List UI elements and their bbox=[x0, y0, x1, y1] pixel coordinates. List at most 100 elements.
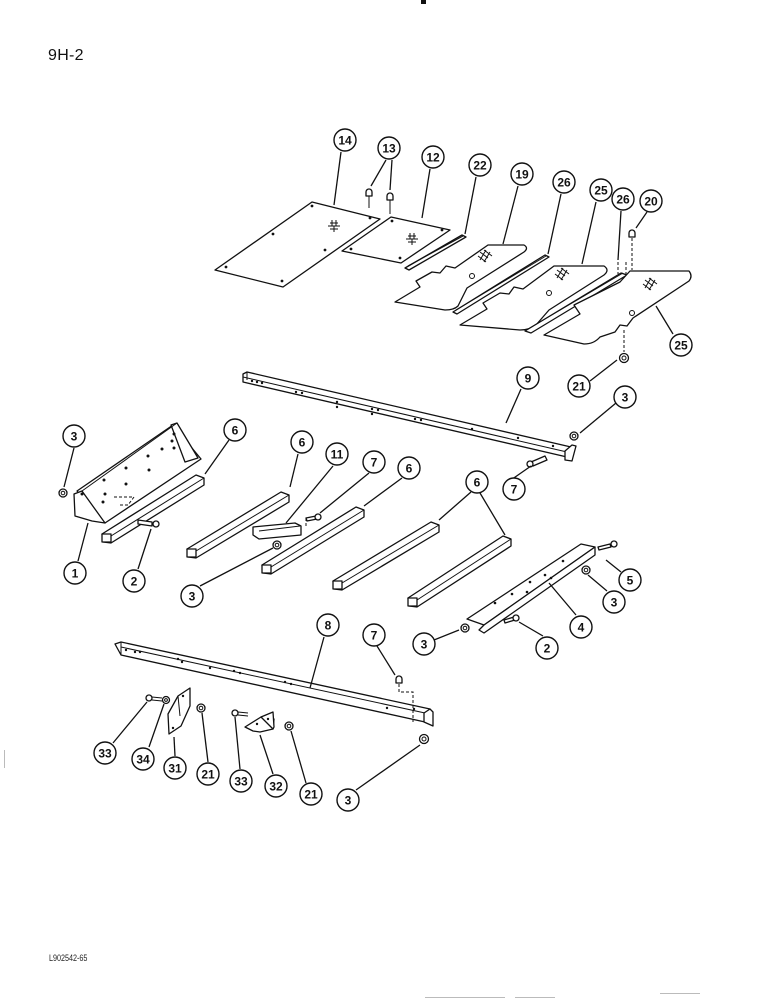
svg-text:4: 4 bbox=[578, 621, 585, 635]
top-registration-mark bbox=[421, 0, 426, 4]
panel-25b bbox=[543, 270, 692, 352]
svg-text:7: 7 bbox=[511, 483, 518, 497]
svg-text:22: 22 bbox=[473, 159, 487, 173]
callout-32: 32 bbox=[264, 774, 288, 798]
callout-6: 6 bbox=[465, 470, 489, 494]
svg-text:20: 20 bbox=[644, 195, 658, 209]
bolt-33-left bbox=[145, 694, 163, 702]
svg-text:3: 3 bbox=[611, 596, 618, 610]
callout-7: 7 bbox=[362, 623, 386, 647]
callout-5: 5 bbox=[618, 568, 642, 592]
callout-19: 19 bbox=[510, 162, 534, 186]
scan-artifact bbox=[4, 750, 5, 768]
svg-text:6: 6 bbox=[299, 436, 306, 450]
nut-3-rail9 bbox=[569, 431, 579, 441]
svg-text:3: 3 bbox=[622, 391, 629, 405]
callout-21: 21 bbox=[567, 374, 591, 398]
washer-34 bbox=[161, 695, 171, 705]
svg-text:21: 21 bbox=[572, 380, 586, 394]
bracket-32 bbox=[244, 711, 275, 733]
svg-text:6: 6 bbox=[232, 424, 239, 438]
callout-3: 3 bbox=[180, 584, 204, 608]
svg-text:31: 31 bbox=[168, 762, 182, 776]
svg-text:2: 2 bbox=[131, 575, 138, 589]
svg-text:32: 32 bbox=[269, 780, 283, 794]
callout-26: 26 bbox=[552, 170, 576, 194]
callout-3: 3 bbox=[602, 590, 626, 614]
leader-lines bbox=[63, 151, 674, 791]
svg-text:25: 25 bbox=[674, 339, 688, 353]
nut-3-rail4-left bbox=[460, 623, 470, 633]
svg-text:6: 6 bbox=[474, 476, 481, 490]
callout-25: 25 bbox=[669, 333, 693, 357]
nut-21-top bbox=[618, 352, 630, 364]
tube-6a bbox=[101, 474, 205, 544]
nut-3-rail4-right bbox=[581, 565, 591, 575]
nut-21-left bbox=[196, 703, 206, 713]
svg-text:33: 33 bbox=[98, 747, 112, 761]
callout-21: 21 bbox=[196, 762, 220, 786]
bolt-7-rail9 bbox=[526, 455, 548, 468]
svg-text:3: 3 bbox=[189, 590, 196, 604]
svg-text:7: 7 bbox=[371, 629, 378, 643]
end-bracket-1 bbox=[73, 422, 202, 524]
nut-3-center bbox=[272, 540, 282, 550]
svg-text:26: 26 bbox=[616, 193, 630, 207]
svg-text:5: 5 bbox=[627, 574, 634, 588]
svg-text:21: 21 bbox=[201, 768, 215, 782]
bolt-2-rail4 bbox=[503, 614, 520, 624]
bolt-7-rail8 bbox=[395, 675, 414, 722]
svg-text:7: 7 bbox=[371, 456, 378, 470]
nut-3-bracket1 bbox=[58, 488, 68, 498]
svg-text:25: 25 bbox=[594, 184, 608, 198]
callout-6: 6 bbox=[290, 430, 314, 454]
panel-14 bbox=[214, 201, 381, 288]
svg-text:1: 1 bbox=[72, 567, 79, 581]
callout-6: 6 bbox=[223, 418, 247, 442]
svg-text:26: 26 bbox=[557, 176, 571, 190]
callout-14: 14 bbox=[333, 128, 357, 152]
callout-20: 20 bbox=[639, 189, 663, 213]
callout-9: 9 bbox=[516, 366, 540, 390]
callout-21: 21 bbox=[299, 782, 323, 806]
callout-8: 8 bbox=[316, 613, 340, 637]
nut-21-right bbox=[284, 721, 294, 731]
callout-3: 3 bbox=[412, 632, 436, 656]
svg-text:14: 14 bbox=[338, 134, 352, 148]
callout-25: 25 bbox=[589, 178, 613, 202]
bracket-31 bbox=[167, 687, 191, 735]
callout-2: 2 bbox=[535, 636, 559, 660]
angle-rail-8 bbox=[114, 641, 434, 727]
callout-3: 3 bbox=[613, 385, 637, 409]
hinge-strip-26a bbox=[452, 254, 550, 315]
angle-rail-9 bbox=[242, 371, 577, 462]
callout-11: 11 bbox=[325, 442, 349, 466]
svg-text:13: 13 bbox=[382, 142, 396, 156]
callout-34: 34 bbox=[131, 747, 155, 771]
svg-text:9: 9 bbox=[525, 372, 532, 386]
svg-text:33: 33 bbox=[234, 775, 248, 789]
figure-id: L902542-65 bbox=[49, 953, 88, 963]
svg-text:34: 34 bbox=[136, 753, 150, 767]
callout-22: 22 bbox=[468, 153, 492, 177]
scan-artifact bbox=[515, 997, 555, 998]
callout-33: 33 bbox=[229, 769, 253, 793]
callout-13: 13 bbox=[377, 136, 401, 160]
bolt-33-right bbox=[231, 709, 249, 717]
bolt-7-center bbox=[305, 513, 322, 526]
callout-6: 6 bbox=[397, 456, 421, 480]
callout-12: 12 bbox=[421, 145, 445, 169]
tube-6c bbox=[261, 506, 365, 575]
svg-text:3: 3 bbox=[421, 638, 428, 652]
callout-26: 26 bbox=[611, 187, 635, 211]
svg-text:19: 19 bbox=[515, 168, 529, 182]
scan-artifact bbox=[660, 993, 700, 994]
panel-12 bbox=[341, 216, 451, 264]
bolt-2-tube6a bbox=[137, 519, 160, 528]
svg-text:3: 3 bbox=[345, 794, 352, 808]
svg-text:21: 21 bbox=[304, 788, 318, 802]
panel-19 bbox=[394, 244, 528, 311]
callout-2: 2 bbox=[122, 569, 146, 593]
